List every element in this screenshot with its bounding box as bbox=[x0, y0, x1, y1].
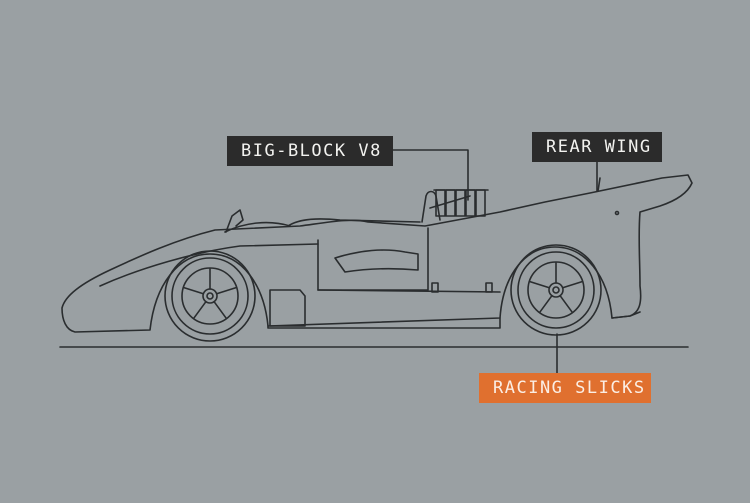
windscreen bbox=[224, 221, 291, 233]
roll-hoop bbox=[421, 190, 441, 223]
rear-wing-strut bbox=[597, 177, 601, 192]
engine-intake-stacks bbox=[433, 189, 489, 217]
door-bottom-line bbox=[317, 289, 501, 293]
front-lower-box bbox=[269, 289, 306, 327]
roll-hoop-brace bbox=[429, 195, 471, 209]
car-body-outline bbox=[61, 174, 693, 333]
rear-body-edge bbox=[611, 311, 641, 319]
engine-callout-label: BIG-BLOCK V8 bbox=[227, 136, 393, 166]
rear-body-fastener bbox=[614, 210, 620, 216]
engine-leader-line bbox=[392, 149, 469, 201]
sill-line bbox=[267, 317, 501, 329]
side-vent-1 bbox=[431, 282, 439, 293]
rear-wheel bbox=[510, 244, 602, 336]
cockpit-opening bbox=[287, 218, 421, 227]
front-fender-line bbox=[99, 243, 319, 287]
side-pod-panel bbox=[317, 227, 429, 291]
tires-callout-label: RACING SLICKS bbox=[479, 373, 651, 403]
side-mirror bbox=[225, 209, 244, 233]
side-intake bbox=[334, 249, 419, 273]
side-vent-2 bbox=[485, 282, 493, 293]
rear-wing-callout-label: REAR WING bbox=[532, 132, 662, 162]
front-wheel bbox=[164, 250, 256, 342]
